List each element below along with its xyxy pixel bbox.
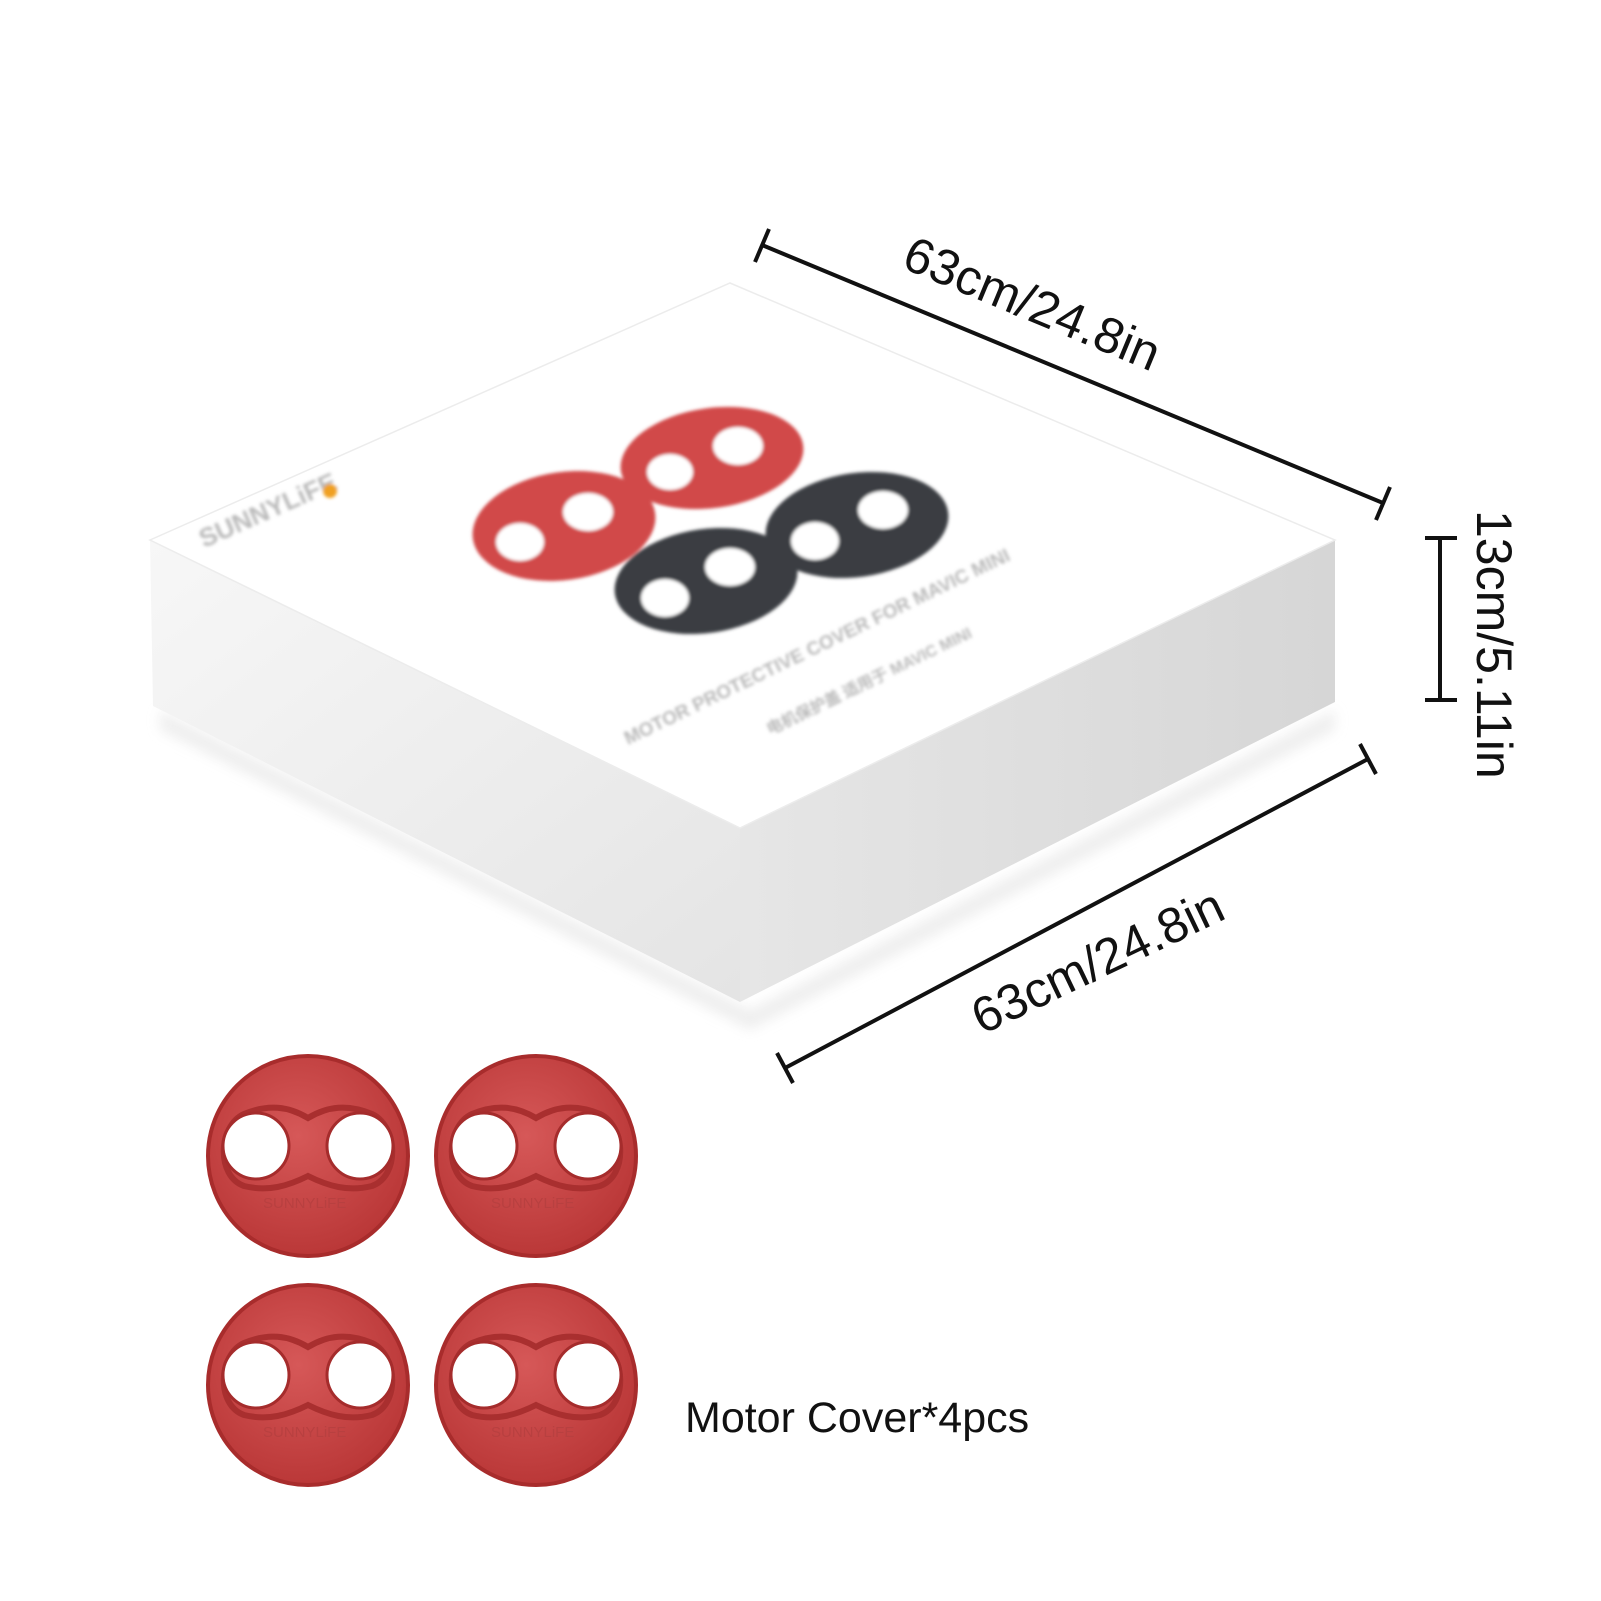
- motor-cover-icon: SUNNYLiFE: [436, 1285, 636, 1485]
- motor-covers-group: SUNNYLiFE SUNNYLiFE SUNNYLiFE SUNNYLiFE: [208, 1056, 636, 1485]
- dimension-height-label: 13cm/5.11in: [1466, 510, 1522, 779]
- box-side-left: [150, 540, 740, 1002]
- product-box: SUNNYLiFE: [148, 282, 1337, 1030]
- box-logo-accent: [323, 484, 337, 498]
- cover-brand-text: SUNNYLiFE: [263, 1424, 346, 1441]
- contents-caption: Motor Cover*4pcs: [685, 1394, 1029, 1442]
- box-print-cover-1: [620, 406, 804, 510]
- cover-brand-text: SUNNYLiFE: [491, 1195, 574, 1212]
- box-print-cover-3: [765, 471, 949, 579]
- motor-cover-icon: SUNNYLiFE: [208, 1285, 408, 1485]
- cover-brand-text: SUNNYLiFE: [491, 1424, 574, 1441]
- box-print-cover-2: [472, 471, 656, 581]
- box-print-cover-4: [614, 527, 798, 635]
- motor-cover-icon: SUNNYLiFE: [208, 1056, 408, 1256]
- motor-cover-icon: SUNNYLiFE: [436, 1056, 636, 1256]
- box-side-right: [740, 540, 1335, 1002]
- cover-brand-text: SUNNYLiFE: [263, 1195, 346, 1212]
- dimension-height: 13cm/5.11in: [1425, 510, 1522, 779]
